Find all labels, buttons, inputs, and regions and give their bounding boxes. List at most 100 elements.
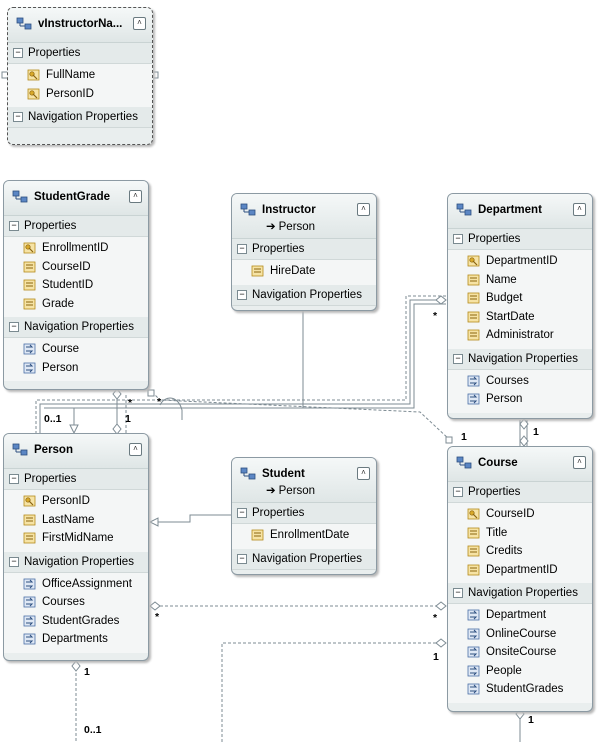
navigation-property-row[interactable]: OfficeAssignment xyxy=(4,575,148,594)
properties-section-header[interactable]: −Properties xyxy=(4,469,148,490)
collapse-chevron-icon[interactable]: ˄ xyxy=(129,190,142,203)
properties-section-header[interactable]: −Properties xyxy=(232,503,376,524)
collapse-chevron-icon[interactable]: ˄ xyxy=(573,203,586,216)
property-row[interactable]: EnrollmentDate xyxy=(232,526,376,545)
navigation-section-header[interactable]: −Navigation Properties xyxy=(232,284,376,306)
navigation-section-header[interactable]: −Navigation Properties xyxy=(448,348,592,370)
property-row[interactable]: DepartmentID xyxy=(448,252,592,271)
collapse-minus-icon[interactable]: − xyxy=(9,221,19,231)
property-row[interactable]: Title xyxy=(448,524,592,543)
property-row[interactable]: FullName xyxy=(8,66,152,85)
property-row[interactable]: Name xyxy=(448,271,592,290)
key-property-icon xyxy=(27,69,40,81)
collapse-minus-icon[interactable]: − xyxy=(9,474,19,484)
property-icon xyxy=(467,292,480,304)
navigation-section-header[interactable]: −Navigation Properties xyxy=(4,551,148,573)
key-property-icon xyxy=(467,508,480,520)
section-label: Navigation Properties xyxy=(24,321,134,333)
property-row[interactable]: DepartmentID xyxy=(448,561,592,580)
collapse-chevron-icon[interactable]: ˄ xyxy=(573,456,586,469)
collapse-minus-icon[interactable]: − xyxy=(453,353,463,364)
navigation-property-row[interactable]: Courses xyxy=(4,593,148,612)
navigation-property-row[interactable]: Person xyxy=(448,390,592,409)
entity-header[interactable]: vInstructorNa...˄ xyxy=(8,8,152,43)
properties-section-header[interactable]: −Properties xyxy=(232,239,376,260)
collapse-minus-icon[interactable]: − xyxy=(13,112,23,122)
collapse-minus-icon[interactable]: − xyxy=(237,244,247,254)
navigation-property-row[interactable]: StudentGrades xyxy=(4,612,148,631)
navigation-property-name: Person xyxy=(486,393,523,405)
property-name: CourseID xyxy=(42,260,91,273)
entity-header[interactable]: Person˄ xyxy=(4,434,148,469)
property-name: Credits xyxy=(486,545,523,557)
collapse-minus-icon[interactable]: − xyxy=(453,487,463,497)
navigation-property-icon xyxy=(467,665,480,677)
navigation-property-row[interactable]: OnsiteCourse xyxy=(448,643,592,662)
navigation-property-row[interactable]: Courses xyxy=(448,372,592,391)
property-row[interactable]: Budget xyxy=(448,289,592,308)
collapse-minus-icon[interactable]: − xyxy=(237,289,247,300)
properties-section-header[interactable]: −Properties xyxy=(8,43,152,64)
navigation-property-row[interactable]: Department xyxy=(448,606,592,625)
property-row[interactable]: CourseID xyxy=(4,258,148,277)
collapse-minus-icon[interactable]: − xyxy=(237,553,247,564)
navigation-section-header[interactable]: −Navigation Properties xyxy=(8,107,152,128)
inheritance-arrow-icon: ➔ xyxy=(266,485,276,497)
property-row[interactable]: Grade xyxy=(4,295,148,314)
navigation-property-row[interactable]: StudentGrades xyxy=(448,680,592,699)
properties-section-header[interactable]: −Properties xyxy=(448,482,592,503)
property-row[interactable]: HireDate xyxy=(232,262,376,281)
navigation-property-icon xyxy=(467,375,480,387)
property-row[interactable]: Credits xyxy=(448,542,592,561)
collapse-minus-icon[interactable]: − xyxy=(9,322,19,332)
navigation-section-header[interactable]: −Navigation Properties xyxy=(232,548,376,570)
navigation-property-row[interactable]: OnlineCourse xyxy=(448,625,592,644)
entity-header[interactable]: Department˄ xyxy=(448,194,592,229)
property-row[interactable]: StartDate xyxy=(448,308,592,327)
property-name: PersonID xyxy=(42,495,90,507)
entity-header[interactable]: Student➔Person˄ xyxy=(232,458,376,503)
navigation-section-header[interactable]: −Navigation Properties xyxy=(448,583,592,604)
collapse-minus-icon[interactable]: − xyxy=(9,556,19,567)
property-row[interactable]: Administrator xyxy=(448,326,592,345)
collapse-minus-icon[interactable]: − xyxy=(453,234,463,244)
property-row[interactable]: PersonID xyxy=(8,85,152,104)
navigation-property-name: Departments xyxy=(42,633,108,645)
property-row[interactable]: LastName xyxy=(4,511,148,530)
collapse-minus-icon[interactable]: − xyxy=(237,508,247,518)
collapse-minus-icon[interactable]: − xyxy=(453,588,463,598)
property-row[interactable]: FirstMidName xyxy=(4,529,148,548)
entity-header[interactable]: StudentGrade˄ xyxy=(4,181,148,216)
entity-header[interactable]: Course˄ xyxy=(448,447,592,482)
collapse-chevron-icon[interactable]: ˄ xyxy=(357,203,370,216)
property-icon xyxy=(467,527,480,539)
property-row[interactable]: PersonID xyxy=(4,492,148,511)
navigation-section-header[interactable]: −Navigation Properties xyxy=(4,317,148,338)
property-row[interactable]: StudentID xyxy=(4,276,148,295)
property-icon xyxy=(467,564,480,576)
navigation-property-row[interactable]: Departments xyxy=(4,630,148,649)
collapse-chevron-icon[interactable]: ˄ xyxy=(357,467,370,480)
entity-base-type: ➔Person xyxy=(266,219,315,233)
key-property-icon xyxy=(23,242,36,254)
property-name: Grade xyxy=(42,297,74,310)
entity-header[interactable]: Instructor➔Person˄ xyxy=(232,194,376,239)
collapse-chevron-icon[interactable]: ˄ xyxy=(129,443,142,456)
property-row[interactable]: CourseID xyxy=(448,505,592,524)
properties-section-header[interactable]: −Properties xyxy=(448,229,592,250)
navigation-property-row[interactable]: People xyxy=(448,662,592,681)
collapse-minus-icon[interactable]: − xyxy=(13,48,23,58)
property-row[interactable]: EnrollmentID xyxy=(4,239,148,258)
collapse-chevron-icon[interactable]: ˄ xyxy=(133,17,146,30)
navigation-property-row[interactable]: Person xyxy=(4,359,148,378)
properties-section-header[interactable]: −Properties xyxy=(4,216,148,237)
navigation-property-row[interactable]: Course xyxy=(4,340,148,359)
